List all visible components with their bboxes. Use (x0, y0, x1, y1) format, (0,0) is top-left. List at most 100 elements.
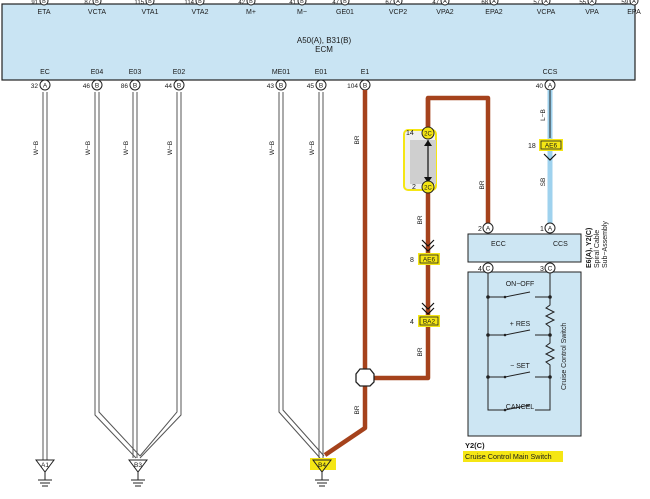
switch-name-highlight (463, 451, 563, 462)
spiral-id: E6(A), Y2(C) (586, 228, 593, 268)
top-pin-name: GE01 (336, 9, 354, 16)
spiral-pin-ccs-conn: A (548, 226, 553, 233)
switch-pin-4c-conn: C (486, 266, 491, 273)
top-pin-name: EPA (627, 9, 641, 16)
top-pin-num: 59 (621, 0, 628, 6)
connector-ba2-4: BA2 4 (410, 302, 440, 327)
ground-b3: B3 (128, 459, 148, 487)
ecm-box (1, 3, 636, 81)
cruise-switch-box (467, 271, 582, 437)
bottom-pin-num: 45 (307, 83, 315, 90)
ae6-18-code: AE6 (545, 143, 558, 150)
bottom-pin-num: 43 (267, 83, 275, 90)
connector-2-code: 2C (424, 186, 432, 192)
ba2-4-num: 4 (410, 319, 414, 326)
switch-on-off: ON−OFF (506, 281, 535, 288)
ecm-subtitle: ECM (315, 45, 333, 54)
bottom-pin-num: 32 (31, 83, 39, 90)
top-pin-conn: A (396, 0, 400, 5)
connector-14-num: 14 (406, 130, 414, 137)
wire-label-wb-3: W−B (123, 141, 130, 155)
bottom-pin-num: 40 (536, 83, 544, 90)
wire-label-wb-4: W−B (167, 141, 174, 155)
top-pin-num: 114 (184, 0, 194, 6)
top-pin-name: VTA2 (192, 9, 209, 16)
top-pin-num: 47 (432, 0, 439, 6)
connector-14-pin (421, 126, 435, 140)
connector-14-code: 2C (424, 132, 432, 138)
top-pin-num: 87 (84, 0, 91, 6)
bottom-pin-conn: B (279, 83, 283, 90)
top-pin-num: 67 (385, 0, 392, 6)
top-pin-num: 115 (134, 0, 144, 6)
ecm-title: A50(A), B31(B) (297, 36, 352, 45)
ecm-top-pin: B 41M− (289, 0, 307, 16)
switch-pin-3c-num: 3 (540, 266, 544, 273)
bottom-pin-conn: A (43, 83, 48, 90)
wire-label-br-4: BR (417, 347, 424, 356)
top-pin-name: VCTA (88, 9, 106, 16)
wire-label-sb: SB (540, 178, 547, 187)
spiral-line2: Sub−Assembly (602, 221, 609, 268)
switch-set: − SET (510, 363, 530, 370)
bottom-pin-name: E01 (315, 69, 328, 76)
top-pin-name: M+ (246, 9, 256, 16)
wire-label-br-5: BR (479, 180, 486, 189)
ground-b4: B4 (310, 458, 336, 487)
top-pin-name: M− (297, 9, 307, 16)
connector-2-num: 2 (412, 184, 416, 191)
top-pin-name: ETA (37, 9, 50, 16)
switch-cancel: CANCEL (506, 404, 535, 411)
top-pin-num: 57 (533, 0, 540, 6)
bottom-pin-name: E03 (129, 69, 142, 76)
top-pin-conn: A (492, 0, 496, 5)
ground-a1-label: A1 (41, 462, 49, 469)
bottom-pin-name: E1 (361, 69, 370, 76)
top-pin-num: 41 (289, 0, 296, 6)
ae6-18-num: 18 (528, 143, 536, 150)
ground-b3-label: B3 (134, 462, 142, 469)
top-pin-name: VTA1 (142, 9, 159, 16)
bottom-pin-name: E04 (91, 69, 104, 76)
spiral-pin-ccs-num: 1 (540, 226, 544, 233)
top-pin-num: 55 (579, 0, 586, 6)
ground-a1: A1 (35, 459, 55, 487)
bottom-pin-name: ME01 (272, 69, 290, 76)
bottom-pin-conn: A (548, 83, 553, 90)
bottom-pin-conn: B (177, 83, 181, 90)
spiral-cable-box (467, 233, 582, 263)
wire-label-wb-1: W−B (33, 141, 40, 155)
ground-b4-label: B4 (318, 462, 326, 469)
top-pin-conn: B (300, 0, 304, 5)
wire-label-br-3: BR (417, 215, 424, 224)
bottom-pin-conn: B (319, 83, 323, 90)
switch-circuit (487, 273, 556, 411)
spiral-pin-ecc-conn: A (486, 226, 491, 233)
wire-label-br-1: BR (354, 135, 361, 144)
spiral-pin-ecc-name: ECC (491, 241, 506, 248)
switch-pin-3c-conn: C (548, 266, 553, 273)
bottom-pin-conn: B (363, 83, 367, 90)
splice-point (355, 368, 375, 387)
top-pin-conn: B (198, 0, 202, 5)
spiral-pin-ecc-num: 2 (478, 226, 482, 233)
wire-label-lb: L−B (540, 109, 547, 121)
switch-side-label: Cruise Control Switch (561, 323, 568, 390)
wire-label-wb-2: W−B (85, 141, 92, 155)
top-pin-conn: B (95, 0, 99, 5)
ae6-8-code: AE6 (423, 257, 436, 264)
top-pin-num: 47 (332, 0, 339, 6)
